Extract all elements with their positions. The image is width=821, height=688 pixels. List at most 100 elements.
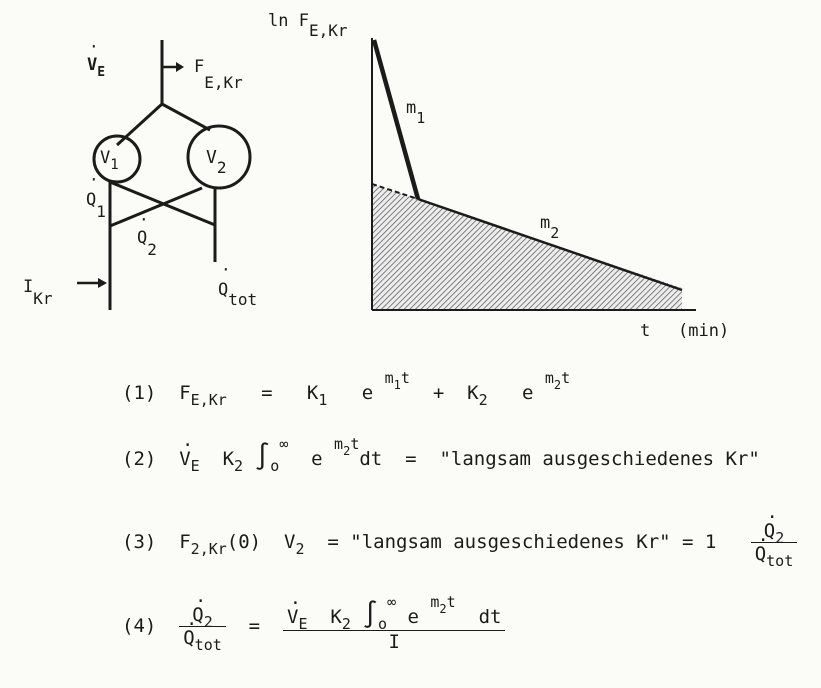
svg-text:·: · — [221, 260, 231, 279]
eq4-k2-sub: 2 — [341, 615, 351, 633]
eq4-exp-t: t — [446, 593, 456, 611]
q2-label: Q — [137, 228, 147, 248]
eq3-fraction: Q2 Qtot — [750, 507, 798, 570]
q-tot-sub: tot — [228, 290, 257, 309]
q2-cross-line — [109, 186, 203, 228]
eq1-exp1-m: m — [384, 369, 394, 387]
m2-sub: 2 — [550, 224, 559, 242]
svg-text:·: · — [89, 170, 99, 189]
eq3-equals: = — [327, 531, 339, 553]
svg-text:FE,Kr: FE,Kr — [194, 57, 243, 92]
eq1-exp1-sub: 1 — [393, 378, 401, 392]
eq3-qtot-sub: tot — [766, 552, 794, 570]
eq2-exp-sub: 2 — [343, 444, 351, 458]
equation-3: (3) F2,Kr(0) V2 = "langsam ausgeschieden… — [122, 507, 798, 570]
v2-sub: 2 — [217, 158, 227, 177]
eq4-v-sub: E — [298, 615, 308, 633]
eq2-exp-t: t — [350, 435, 360, 453]
equation-1: (1) FE,Kr = K1 e m1t + K2 e m2t — [122, 369, 570, 409]
eq1-k2: K — [467, 382, 479, 404]
m2-extrapolation-dashed — [371, 183, 419, 200]
eq3-q2-sub: 2 — [775, 529, 785, 547]
eq4-exp-m: m — [430, 593, 440, 611]
m1-sub: 1 — [416, 109, 425, 127]
f-e-kr-label: F — [194, 57, 204, 77]
eq1-k2-sub: 2 — [478, 391, 488, 409]
eq2-k2-sub: 2 — [234, 457, 244, 475]
v2-label: V — [206, 147, 217, 168]
eq1-exp1: m1t — [384, 369, 410, 392]
eq1-exp2: m2t — [544, 369, 571, 392]
svg-text:Q1: Q1 — [86, 190, 106, 221]
i-kr-label: I — [23, 277, 33, 297]
eq1-exp2-t: t — [561, 369, 571, 387]
eq1-e2: e — [521, 382, 534, 404]
v1-compartment-circle — [92, 134, 142, 184]
eq3-arg: (0) — [226, 531, 262, 553]
y-axis-label-sub: E,Kr — [309, 21, 348, 40]
eq1-e1: e — [361, 382, 374, 404]
eq4-equals: = — [248, 615, 261, 637]
eq4-exp: m2t — [430, 593, 456, 616]
svg-text:V2: V2 — [206, 147, 226, 177]
eq1-f-sub: E,Kr — [190, 391, 227, 409]
x-axis-label: t — [640, 321, 650, 341]
eq3-f: F — [179, 531, 191, 553]
eq4-k2: K — [330, 606, 342, 628]
equation-4: (4) Q2 Qtot = VE K2 ∫o∞ e m2t dt I — [122, 591, 506, 654]
eq2-integral-lower: o — [270, 457, 280, 475]
eq1-plus: + — [432, 382, 445, 404]
q-tot-label: Q — [218, 280, 228, 300]
eq4-integral: ∫ — [362, 600, 378, 630]
eq4-e: e — [407, 606, 419, 628]
eq2-k2: K — [222, 448, 235, 470]
q1-label: Q — [86, 190, 96, 210]
svg-text:VE: VE — [87, 55, 105, 80]
eq1-exp2-m: m — [544, 369, 554, 387]
compartment-diagram — [92, 40, 252, 310]
svg-text:m2: m2 — [540, 213, 559, 242]
eq2-exp: m2t — [334, 435, 360, 458]
eq2-integral-upper: ∞ — [279, 435, 289, 453]
eq1-exp1-t: t — [400, 369, 410, 387]
eq2-e: e — [311, 448, 323, 470]
svg-text:IKr: IKr — [23, 277, 53, 308]
hatched-area — [372, 185, 682, 310]
eq4-q2-sub: 2 — [203, 613, 213, 631]
eq4-q2: Q — [192, 591, 206, 626]
eq4-integral-lower: o — [377, 615, 387, 633]
v1-sub: 1 — [110, 157, 118, 173]
eq4-v-dot: V — [287, 593, 301, 628]
eq4-right-fraction: VE K2 ∫o∞ e m2t dt I — [283, 593, 506, 653]
eq1-k1-sub: 1 — [318, 391, 328, 409]
svg-text:V1: V1 — [100, 148, 119, 173]
eq2-slow-kr-text: "langsam ausgeschiedenes Kr" — [439, 448, 760, 470]
eq2-equals: = — [405, 448, 417, 470]
eq4-dt: dt — [478, 606, 502, 628]
arrow-i-kr — [77, 278, 107, 288]
equation-2-number: (2) — [122, 448, 157, 470]
eq3-equals-one: = 1 — [682, 531, 717, 553]
equation-1-number: (1) — [122, 382, 157, 404]
eq2-v-sub: E — [190, 457, 200, 475]
q1-sub: 1 — [96, 202, 106, 221]
eq2-exp-m: m — [334, 435, 344, 453]
eq1-f: F — [179, 382, 191, 404]
svg-text:m1: m1 — [406, 98, 425, 127]
decay-chart — [371, 38, 696, 311]
eq2-integral: ∫ — [254, 442, 271, 472]
i-kr-sub: Kr — [33, 289, 53, 308]
x-axis-unit: (min) — [678, 321, 729, 341]
eq2-dt: dt — [359, 448, 383, 470]
eq2-v-dot: V — [179, 435, 193, 470]
svg-text:·: · — [89, 37, 99, 56]
equation-4-number: (4) — [122, 615, 157, 637]
m2-label: m — [540, 213, 550, 233]
eq4-qtot: Q — [183, 614, 197, 649]
v1-label: V — [100, 148, 110, 168]
eq1-equals: = — [261, 382, 273, 404]
svg-text:ln FE,Kr: ln FE,Kr — [268, 11, 348, 40]
v-dot-e-label: V — [87, 55, 97, 75]
